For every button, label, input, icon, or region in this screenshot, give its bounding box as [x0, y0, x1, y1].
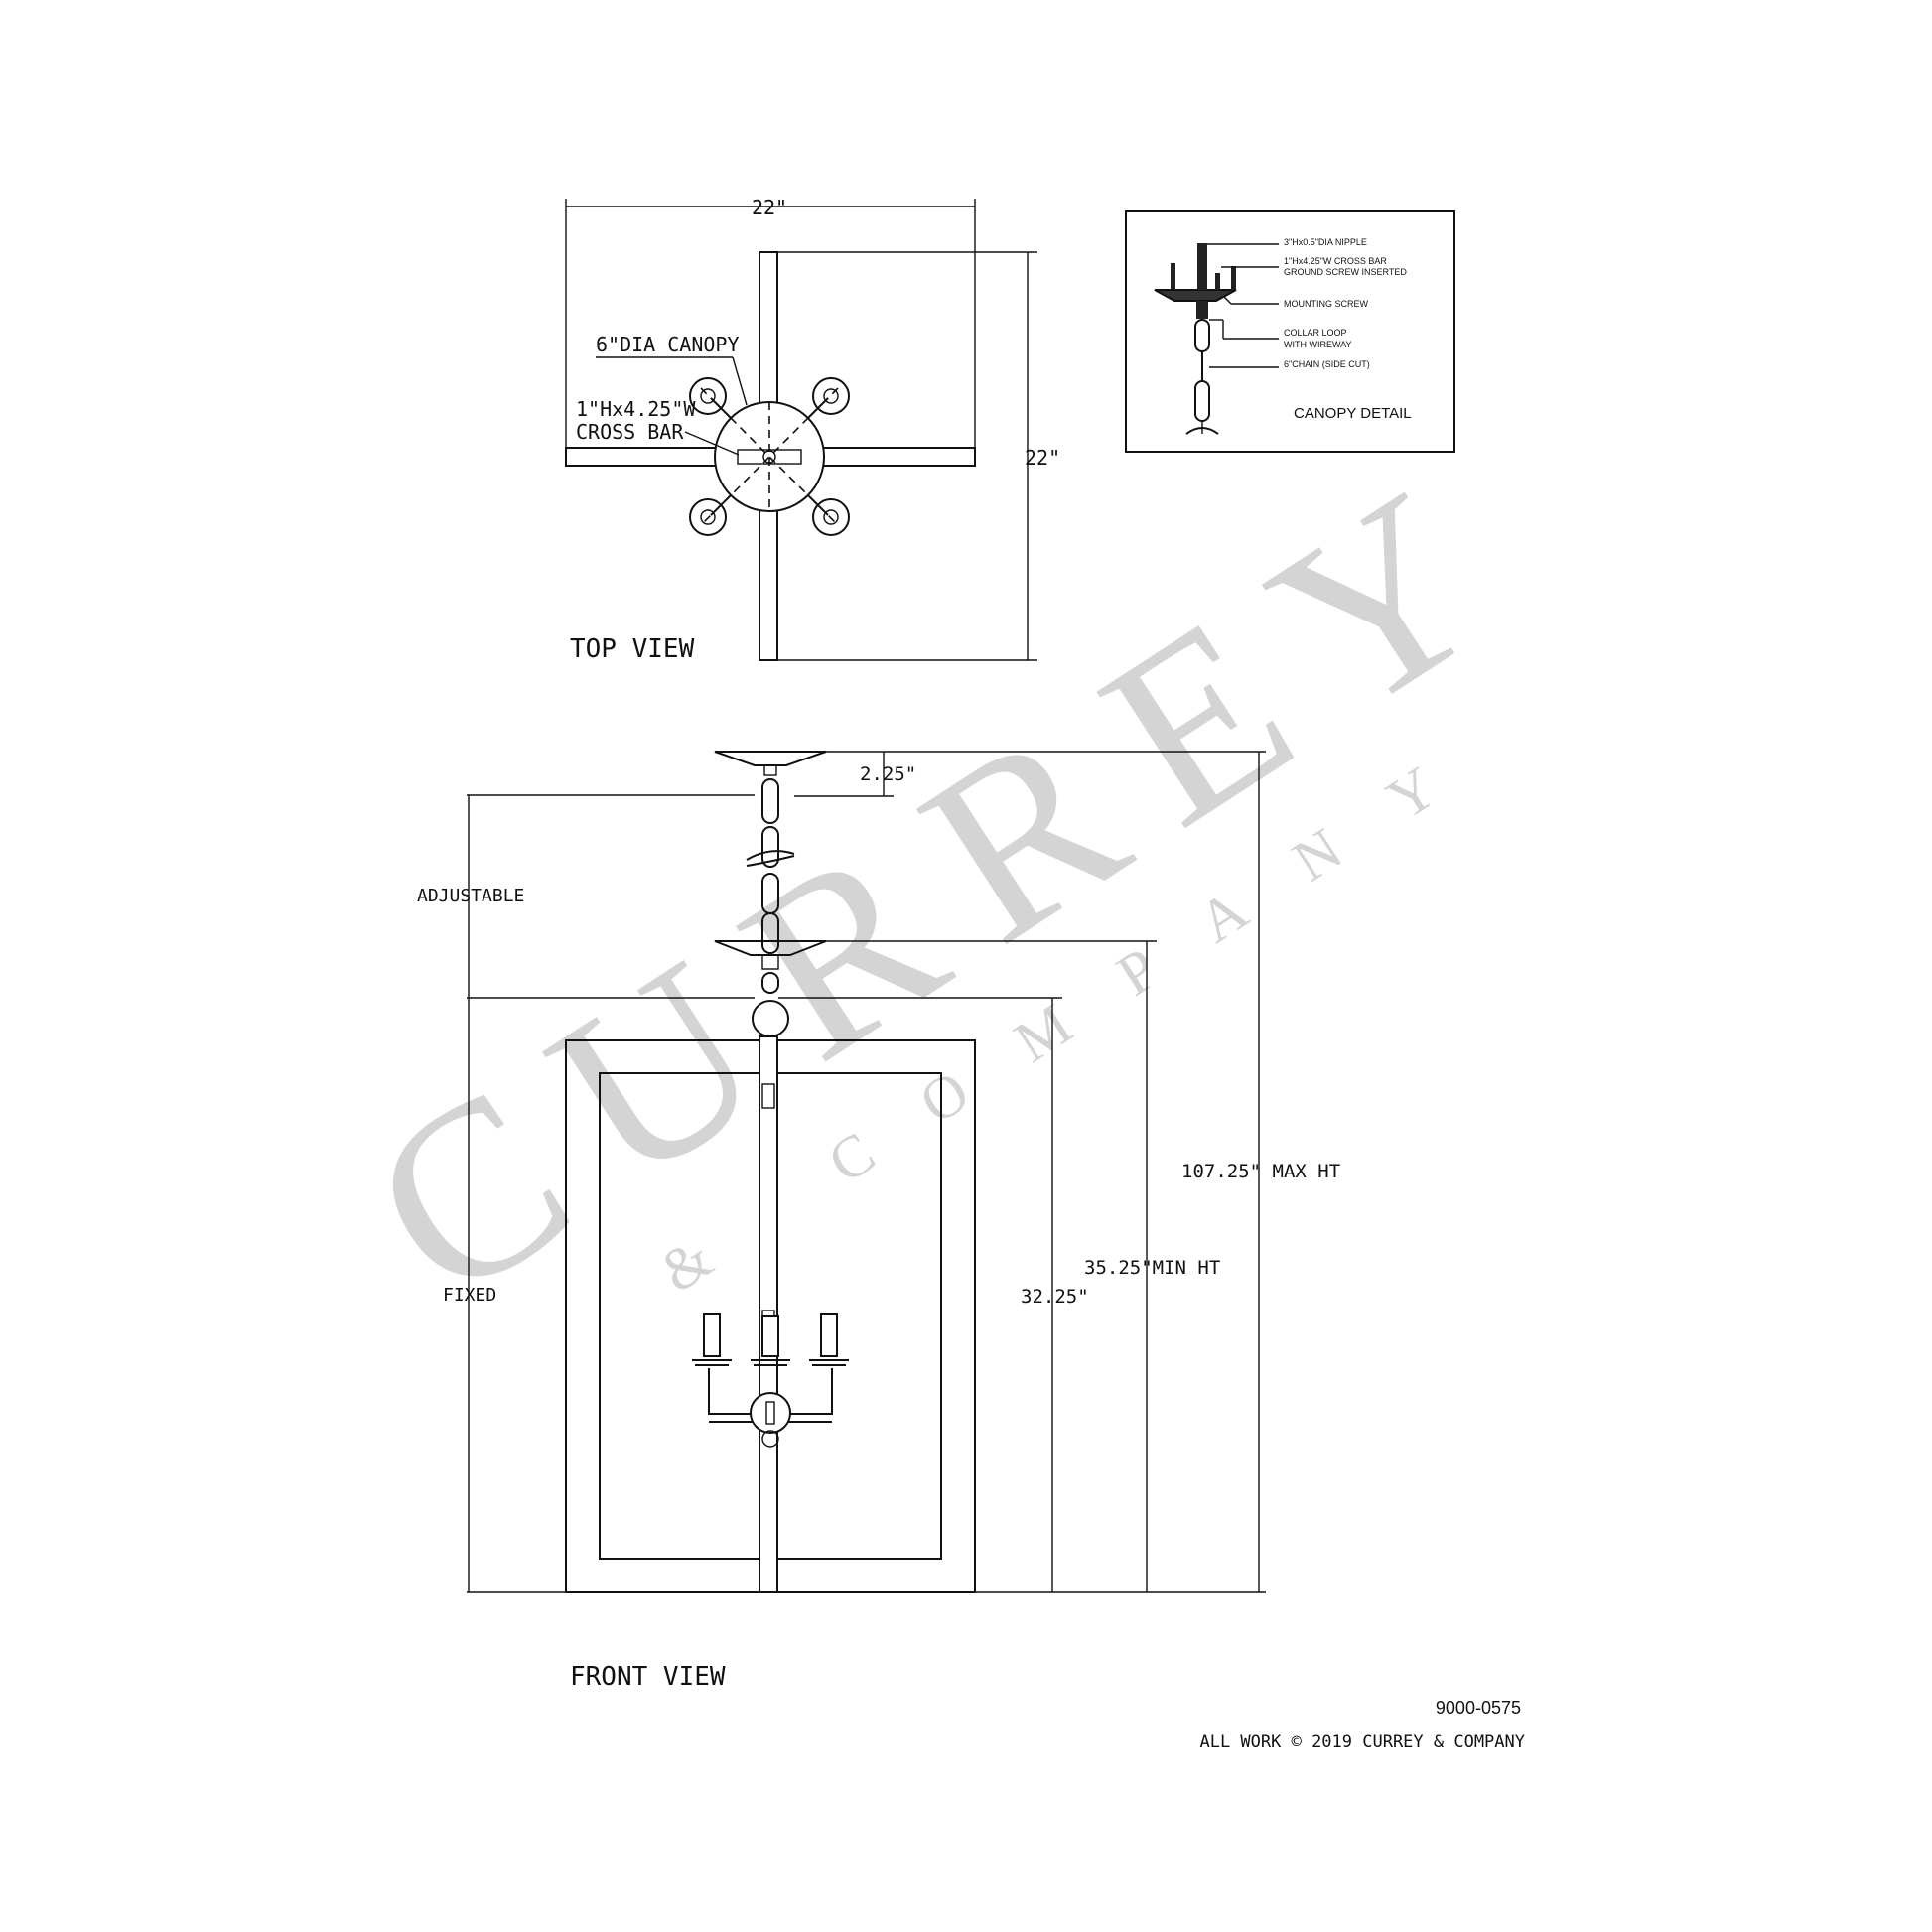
min-height-label: 35.25"MIN HT [1084, 1257, 1220, 1279]
detail-callout-crossbar: 1"Hx4.25"W CROSS BAR [1284, 256, 1387, 266]
front-ceiling-canopy [714, 751, 827, 766]
max-height-label: 107.25" MAX HT [1181, 1161, 1340, 1182]
top-width-label: 22" [752, 196, 787, 219]
copyright: ALL WORK © 2019 CURREY & COMPANY [1199, 1732, 1525, 1752]
watermark: CURREY & COMPANY [326, 413, 1570, 1354]
front-view-title: FRONT VIEW [570, 1662, 726, 1692]
canopy-detail-title: CANOPY DETAIL [1294, 405, 1412, 422]
front-candle-arms [708, 1368, 833, 1448]
top-depth-label: 22" [1025, 446, 1060, 470]
front-lower-canopy [714, 940, 827, 956]
crossbar-label-1: 1"Hx4.25"W [576, 397, 696, 421]
front-candle-right [809, 1313, 849, 1366]
top-cup-nw [689, 377, 727, 415]
canopy-detail: 3"Hx0.5"DIA NIPPLE 1"Hx4.25"W CROSS BAR … [1125, 210, 1455, 453]
top-cup-sw [689, 498, 727, 536]
top-view-title: TOP VIEW [570, 634, 695, 664]
top-view: 22" 22" 6"DIA CANOPY 1"Hx4.25"W CROSS BA… [565, 196, 1060, 664]
front-candle-left [692, 1313, 732, 1366]
top-cup-se [812, 498, 850, 536]
canopy-label: 6"DIA CANOPY [596, 333, 740, 356]
canopy-height-label: 2.25" [860, 763, 916, 785]
front-candle-center [751, 1315, 790, 1366]
detail-callout-wireway: WITH WIREWAY [1284, 340, 1352, 349]
adjustable-label: ADJUSTABLE [417, 886, 524, 906]
item-number: 9000-0575 [1436, 1698, 1521, 1718]
top-cup-ne [812, 377, 850, 415]
body-height-label: 32.25" [1021, 1286, 1089, 1308]
fixed-label: FIXED [443, 1285, 496, 1306]
detail-callout-ground-screw: GROUND SCREW INSERTED [1284, 267, 1407, 277]
detail-callout-chain: 6"CHAIN (SIDE CUT) [1284, 359, 1370, 369]
front-center-rod [759, 1035, 778, 1593]
detail-callout-mounting-screw: MOUNTING SCREW [1284, 299, 1369, 309]
footer: 9000-0575 ALL WORK © 2019 CURREY & COMPA… [1199, 1698, 1525, 1752]
detail-callout-collar-loop: COLLAR LOOP [1284, 328, 1347, 338]
detail-callout-nipple: 3"Hx0.5"DIA NIPPLE [1284, 237, 1367, 247]
crossbar-label-2: CROSS BAR [576, 420, 684, 444]
front-view: 2.25" ADJUSTABLE FIXED 32.25" 35.25"MIN … [417, 751, 1340, 1692]
canopy-detail-frame [1125, 210, 1455, 453]
watermark-name: CURREY [326, 413, 1570, 1354]
